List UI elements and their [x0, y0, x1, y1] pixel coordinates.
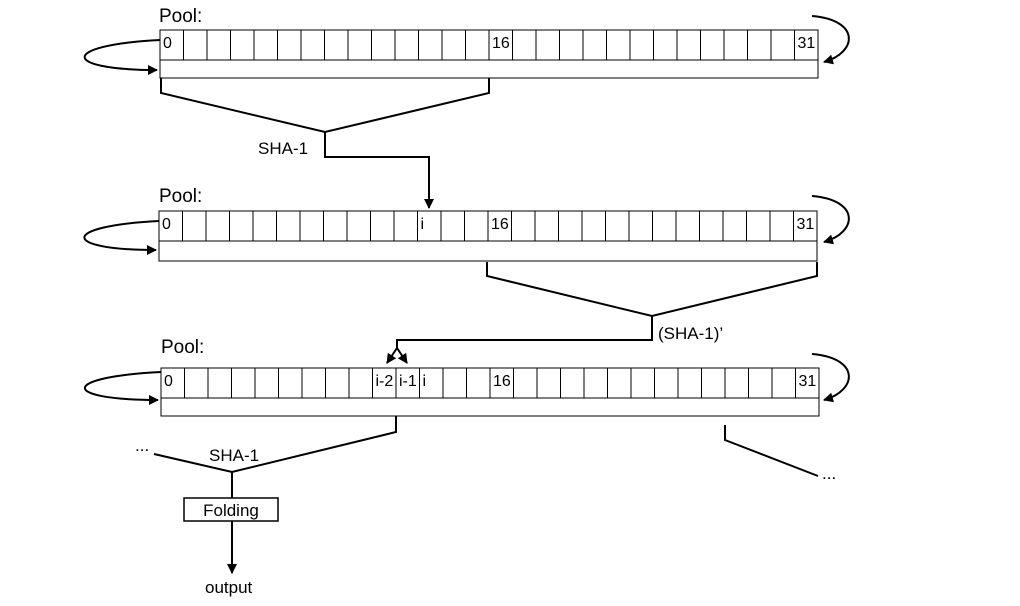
- sha1-bottom-block: ... SHA-1 Folding output: [135, 416, 397, 597]
- right-continuation: ...: [724, 425, 836, 483]
- pool-2: Pool: 0 i 16 31: [83, 186, 850, 262]
- sha1-prime-to-cell-i-1-arrow: [396, 347, 408, 364]
- sha1-prime-label: (SHA-1)’: [658, 324, 723, 343]
- ellipsis-left: ...: [135, 436, 149, 455]
- pool-1-cell-label-0: 0: [163, 35, 172, 52]
- pool-3-title: Pool:: [161, 337, 204, 358]
- pool-3-cell-label-4: 16: [493, 373, 511, 390]
- pool-3-cell-label-3: i: [423, 373, 427, 390]
- sha1-bottom-label: SHA-1: [209, 446, 259, 465]
- pool-1-title: Pool:: [159, 6, 202, 27]
- sha1-top-to-cell-i-arrow: [324, 132, 434, 209]
- pool-2-title: Pool:: [159, 186, 202, 207]
- pool-3-cell-label-0: 0: [164, 373, 173, 390]
- pool-2-cell-label-1: i: [421, 216, 425, 233]
- sha1-prime-feed-line: [396, 316, 653, 348]
- pool-1-cells: 0 16 31: [159, 29, 819, 79]
- pool-3-cell-label-2: i-1: [399, 373, 417, 390]
- pool-2-left-loop-arrow: [83, 220, 160, 255]
- sha1-prime-block: (SHA-1)’: [386, 262, 818, 364]
- pool-1-cell-label-2: 31: [798, 35, 816, 52]
- pool-3-cell-label-5: 31: [799, 373, 817, 390]
- pool-3-left-loop-arrow: [84, 371, 162, 405]
- pool-1: Pool: 0 16 31: [83, 6, 850, 79]
- sha1-prime-to-cell-i-2-arrow: [386, 347, 398, 364]
- pool-1-cell-label-1: 16: [492, 35, 510, 52]
- pool-3-cells: 0 i-2 i-1 i 16 31: [160, 367, 820, 417]
- sha1-top-funnel: [160, 78, 490, 134]
- sha1-prime-funnel: [486, 262, 818, 318]
- pool-3-cell-label-1: i-2: [376, 373, 394, 390]
- pool-2-cell-label-2: 16: [491, 216, 509, 233]
- pool-2-cell-label-3: 31: [797, 216, 815, 233]
- right-continuation-line: [724, 425, 819, 477]
- sha1-top-label: SHA-1: [258, 139, 308, 158]
- sha1-top-block: SHA-1: [160, 78, 490, 209]
- pool-2-cells: 0 i 16 31: [158, 210, 818, 262]
- sha1-bottom-funnel: [153, 416, 397, 474]
- pool-1-left-loop-arrow: [83, 39, 161, 75]
- pool-1-right-loop-arrow: [811, 15, 850, 65]
- folding-label: Folding: [203, 501, 259, 520]
- ellipsis-right: ...: [822, 464, 836, 483]
- pool-2-cell-label-0: 0: [162, 216, 171, 233]
- output-label: output: [205, 578, 253, 597]
- pool-3-right-loop-arrow: [811, 353, 850, 403]
- pool-2-right-loop-arrow: [811, 195, 850, 245]
- pool-3: Pool: 0 i-2 i-1 i 16 31: [84, 337, 850, 417]
